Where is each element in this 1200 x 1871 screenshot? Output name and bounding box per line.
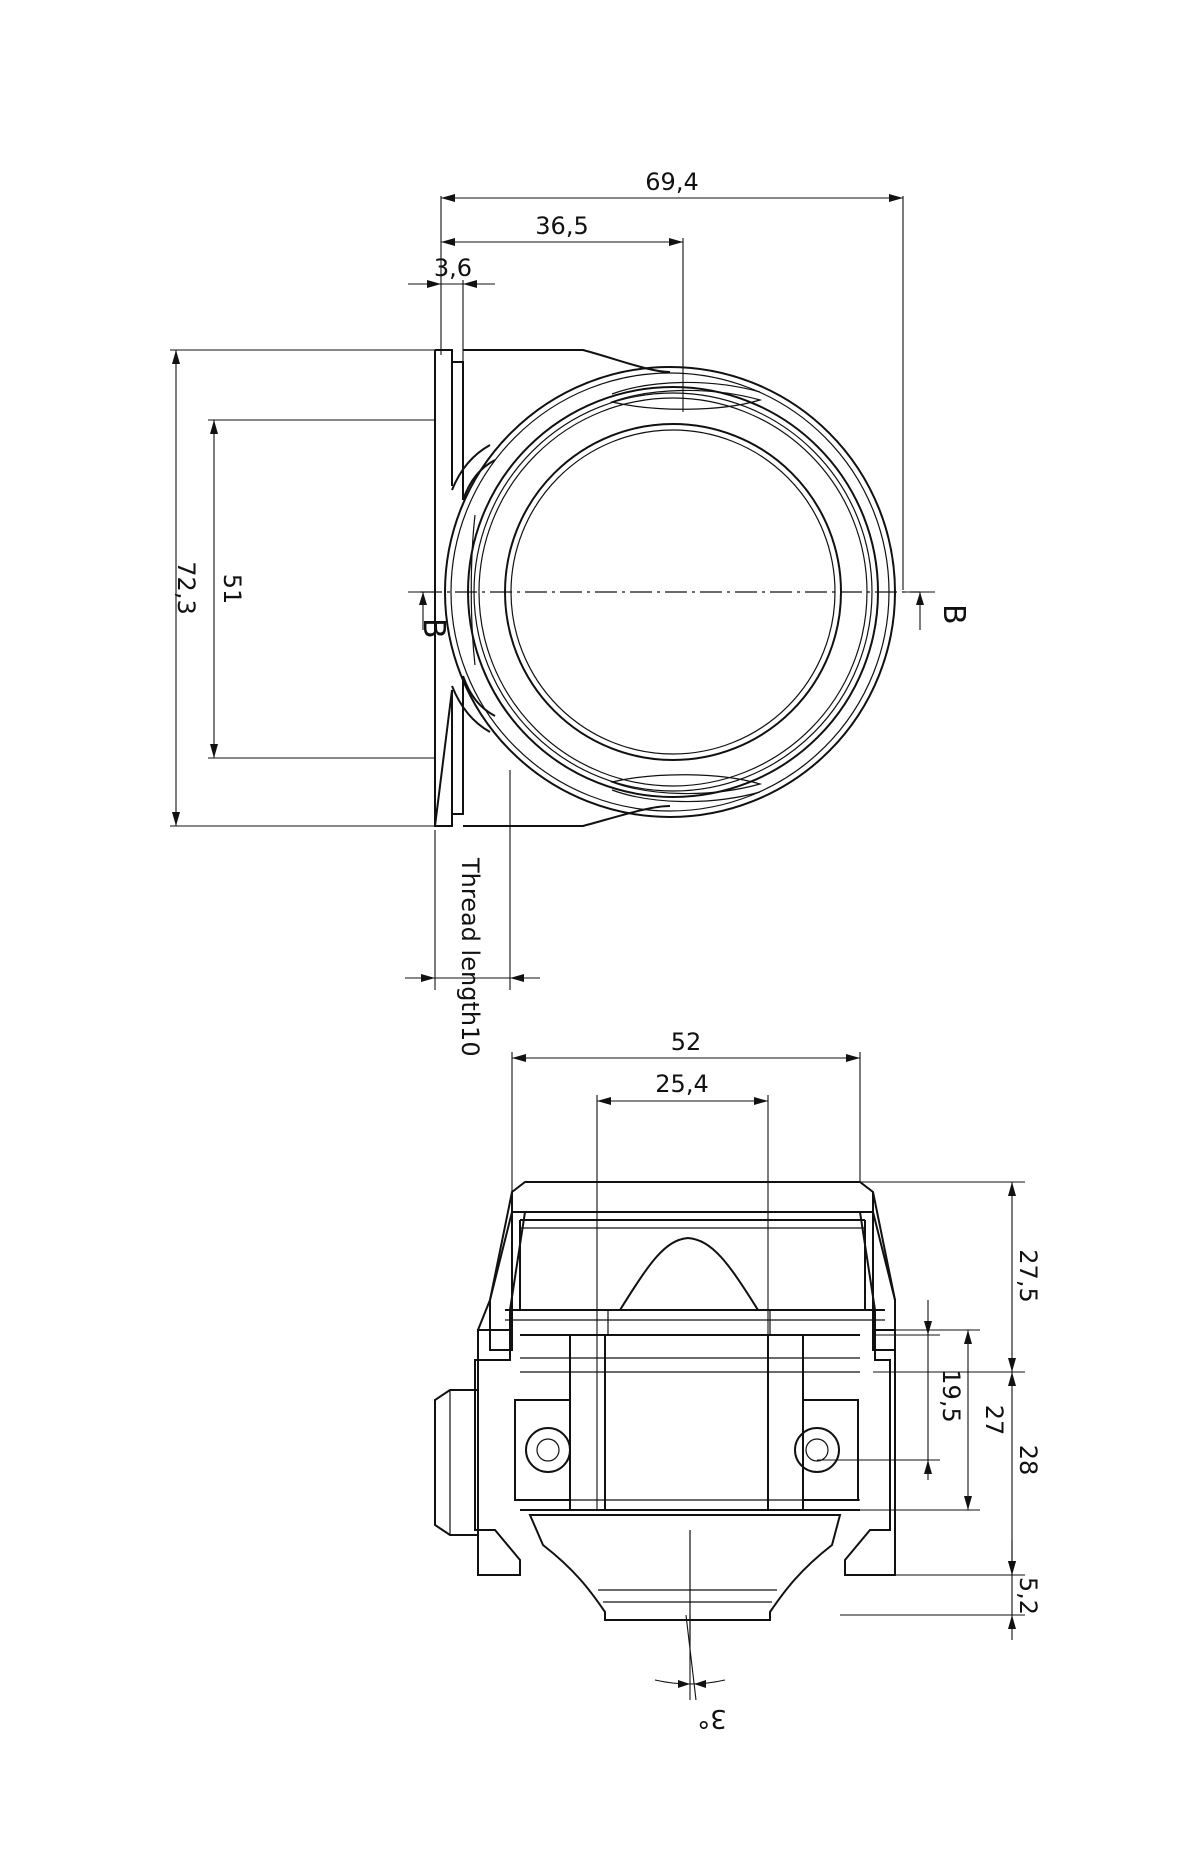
- dim-label-inner-height: 27: [980, 1405, 1008, 1436]
- dim-label-overall-width: 69,4: [645, 168, 698, 196]
- section-marker-left: [408, 591, 435, 630]
- dim-port-height: [817, 1300, 940, 1480]
- hatched-walls: [474, 1181, 896, 1576]
- dim-angle: [654, 1614, 726, 1701]
- bottom-lens-cup: [528, 1514, 842, 1640]
- dim-overall-height: [170, 349, 435, 827]
- top-view: B B 69,4 36,5: [170, 168, 971, 1057]
- dim-label-base-height: 5,2: [1014, 1577, 1042, 1615]
- dim-port-spacing: [208, 419, 435, 759]
- dim-label-port-height: 19,5: [937, 1369, 965, 1422]
- section-label-left: B: [416, 618, 451, 639]
- dim-label-mid-height: 28: [1014, 1445, 1042, 1476]
- dim-label-body-width: 52: [671, 1028, 702, 1056]
- dim-label-port-spacing: 51: [218, 574, 246, 605]
- dim-label-center-offset: 36,5: [535, 212, 588, 240]
- left-port-stub: [434, 1389, 478, 1536]
- section-view: 52 25,4 27,5 19,5: [434, 1028, 1042, 1733]
- dim-base-height: [840, 1540, 1025, 1640]
- bolt-hole-left: [525, 1427, 571, 1473]
- dim-body-width: [511, 1052, 861, 1192]
- dim-label-bore-width: 25,4: [655, 1070, 708, 1098]
- dim-label-overall-height: 72,3: [172, 561, 200, 614]
- section-housing: [477, 1191, 896, 1576]
- window-bottom: [609, 774, 763, 803]
- bolt-hole-right: [794, 1427, 840, 1473]
- window-top: [609, 381, 763, 410]
- dim-flange-thickness: [408, 280, 495, 362]
- dim-label-thread-length: Thread length10: [456, 857, 484, 1057]
- dim-label-angle: 3°: [697, 1703, 727, 1733]
- section-marker-right: [905, 591, 935, 630]
- dim-inner-height: [860, 1329, 980, 1511]
- dim-bore-width: [596, 1095, 769, 1510]
- dim-top-height: [860, 1181, 1025, 1373]
- dim-thread-length: [405, 770, 540, 990]
- dim-overall-width: [440, 194, 904, 590]
- section-label-right: B: [936, 604, 971, 625]
- dim-label-top-height: 27,5: [1014, 1249, 1042, 1302]
- dim-label-flange-thickness: 3,6: [434, 254, 472, 282]
- dim-center-offset: [441, 238, 684, 412]
